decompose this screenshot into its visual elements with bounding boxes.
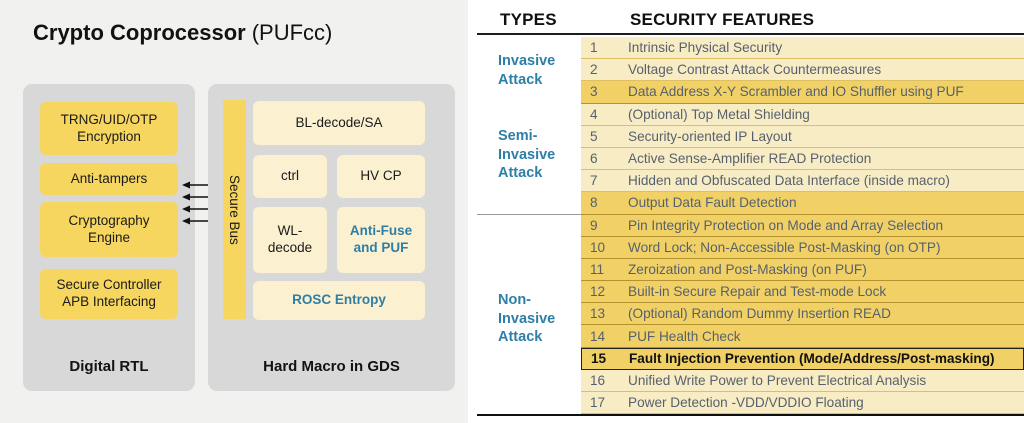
row-number: 13 — [590, 306, 606, 322]
table-row: 1 Intrinsic Physical Security — [581, 37, 1024, 60]
row-feature: Pin Integrity Protection on Mode and Arr… — [628, 217, 944, 233]
type-label-invasive-attack: Invasive Attack — [498, 53, 556, 88]
block-secure-controller: Secure Controller APB Interfacing — [40, 269, 178, 319]
row-number: 14 — [590, 328, 606, 344]
row-feature: Unified Write Power to Prevent Electrica… — [628, 372, 927, 388]
table-bottom-line — [477, 414, 1024, 416]
block-trng-uid-otp-encryption: TRNG/UID/OTP Encryption — [40, 102, 178, 155]
row-number: 5 — [590, 128, 598, 144]
diagram-title: Crypto Coprocessor(PUFcc) — [33, 20, 332, 46]
row-feature: PUF Health Check — [628, 328, 741, 344]
row-feature: Output Data Fault Detection — [628, 195, 797, 211]
type-label-non-invasive-attack: Non- Invasive Attack — [498, 292, 556, 345]
types-column-header: TYPES — [500, 10, 557, 29]
row-number: 17 — [590, 395, 606, 411]
table-row: 9 Pin Integrity Protection on Mode and Ar… — [581, 214, 1024, 237]
hard-macro-label: Hard Macro in GDS — [263, 358, 400, 375]
row-feature: Zeroization and Post-Masking (on PUF) — [628, 261, 867, 277]
row-number: 1 — [590, 40, 598, 56]
block-rosc-entropy: ROSC Entropy — [253, 281, 425, 320]
row-feature: Security-oriented IP Layout — [628, 128, 792, 144]
hard-macro-panel: Secure Bus BL-decode/SA ctrl HV CP WL- d… — [208, 84, 455, 391]
block-anti-tampers: Anti-tampers — [40, 163, 178, 195]
table-row: 13 (Optional) Random Dummy Insertion READ — [581, 303, 1024, 326]
table-row: 8 Output Data Fault Detection — [581, 192, 1024, 215]
table-row: 3 Data Address X-Y Scrambler and IO Shuff… — [581, 81, 1024, 104]
row-number: 10 — [590, 239, 606, 255]
header-divider-line — [477, 33, 1024, 35]
table-row: 2 Voltage Contrast Attack Countermeasures — [581, 59, 1024, 82]
block-wl-decode: WL- decode — [253, 207, 327, 273]
row-number: 7 — [590, 173, 598, 189]
row-number: 15 — [591, 351, 607, 367]
features-column-header: SECURITY FEATURES — [630, 10, 815, 29]
row-number: 12 — [590, 284, 606, 300]
table-row: 16 Unified Write Power to Prevent Electri… — [581, 369, 1024, 392]
table-row: 12 Built-in Secure Repair and Test-mode L… — [581, 281, 1024, 304]
table-row: 6 Active Sense-Amplifier READ Protection — [581, 147, 1024, 171]
block-ctrl: ctrl — [253, 155, 327, 198]
security-features-rows: 1 Intrinsic Physical Security 2 Voltage Co… — [581, 37, 1024, 415]
row-number: 6 — [590, 151, 598, 167]
row-number: 8 — [590, 195, 598, 211]
row-feature: Voltage Contrast Attack Countermeasures — [628, 62, 882, 78]
table-row: 14 PUF Health Check — [581, 325, 1024, 348]
row-feature: Data Address X-Y Scrambler and IO Shuffl… — [628, 84, 964, 100]
block-anti-fuse-and-puf: Anti-Fuse and PUF — [337, 207, 425, 273]
row-number: 11 — [590, 261, 605, 277]
diagram-title-suffix: (PUFcc) — [251, 20, 333, 45]
table-row: 5 Security-oriented IP Layout — [581, 125, 1024, 148]
table-row: 4 (Optional) Top Metal Shielding — [581, 103, 1024, 126]
row-feature: Built-in Secure Repair and Test-mode Loc… — [628, 284, 887, 300]
row-feature: Power Detection -VDD/VDDIO Floating — [628, 395, 864, 411]
block-cryptography-engine: Cryptography Engine — [40, 202, 178, 257]
table-row-highlighted: 15 Fault Injection Prevention (Mode/Addre… — [581, 347, 1024, 370]
block-hv-cp: HV CP — [337, 155, 425, 198]
table-row: 7 Hidden and Obfuscated Data Interface (i… — [581, 170, 1024, 193]
row-feature: (Optional) Top Metal Shielding — [628, 106, 810, 122]
row-feature: (Optional) Random Dummy Insertion READ — [628, 306, 891, 322]
row-feature: Intrinsic Physical Security — [628, 40, 783, 56]
row-number: 4 — [590, 106, 598, 122]
row-feature: Fault Injection Prevention (Mode/Address… — [629, 351, 995, 367]
table-row: 11 Zeroization and Post-Masking (on PUF) — [581, 258, 1024, 282]
secure-bus-strip: Secure Bus — [223, 100, 246, 319]
table-row: 17 Power Detection -VDD/VDDIO Floating — [581, 392, 1024, 415]
type-label-semi-invasive-attack: Semi- Invasive Attack — [498, 128, 556, 181]
diagram-title-main: Crypto Coprocessor — [33, 20, 246, 45]
block-bl-decode-sa: BL-decode/SA — [253, 101, 425, 145]
row-feature: Active Sense-Amplifier READ Protection — [628, 151, 872, 167]
row-number: 3 — [590, 84, 598, 100]
row-number: 16 — [590, 372, 606, 388]
digital-rtl-label: Digital RTL — [69, 358, 149, 375]
row-number: 9 — [590, 217, 598, 233]
table-row: 10 Word Lock; Non-Accessible Post-Masking… — [581, 236, 1024, 259]
row-number: 2 — [590, 62, 598, 78]
row-feature: Word Lock; Non-Accessible Post-Masking (… — [628, 239, 941, 255]
digital-rtl-panel: TRNG/UID/OTP Encryption Anti-tampers Cry… — [23, 84, 195, 391]
row-feature: Hidden and Obfuscated Data Interface (in… — [628, 173, 950, 189]
